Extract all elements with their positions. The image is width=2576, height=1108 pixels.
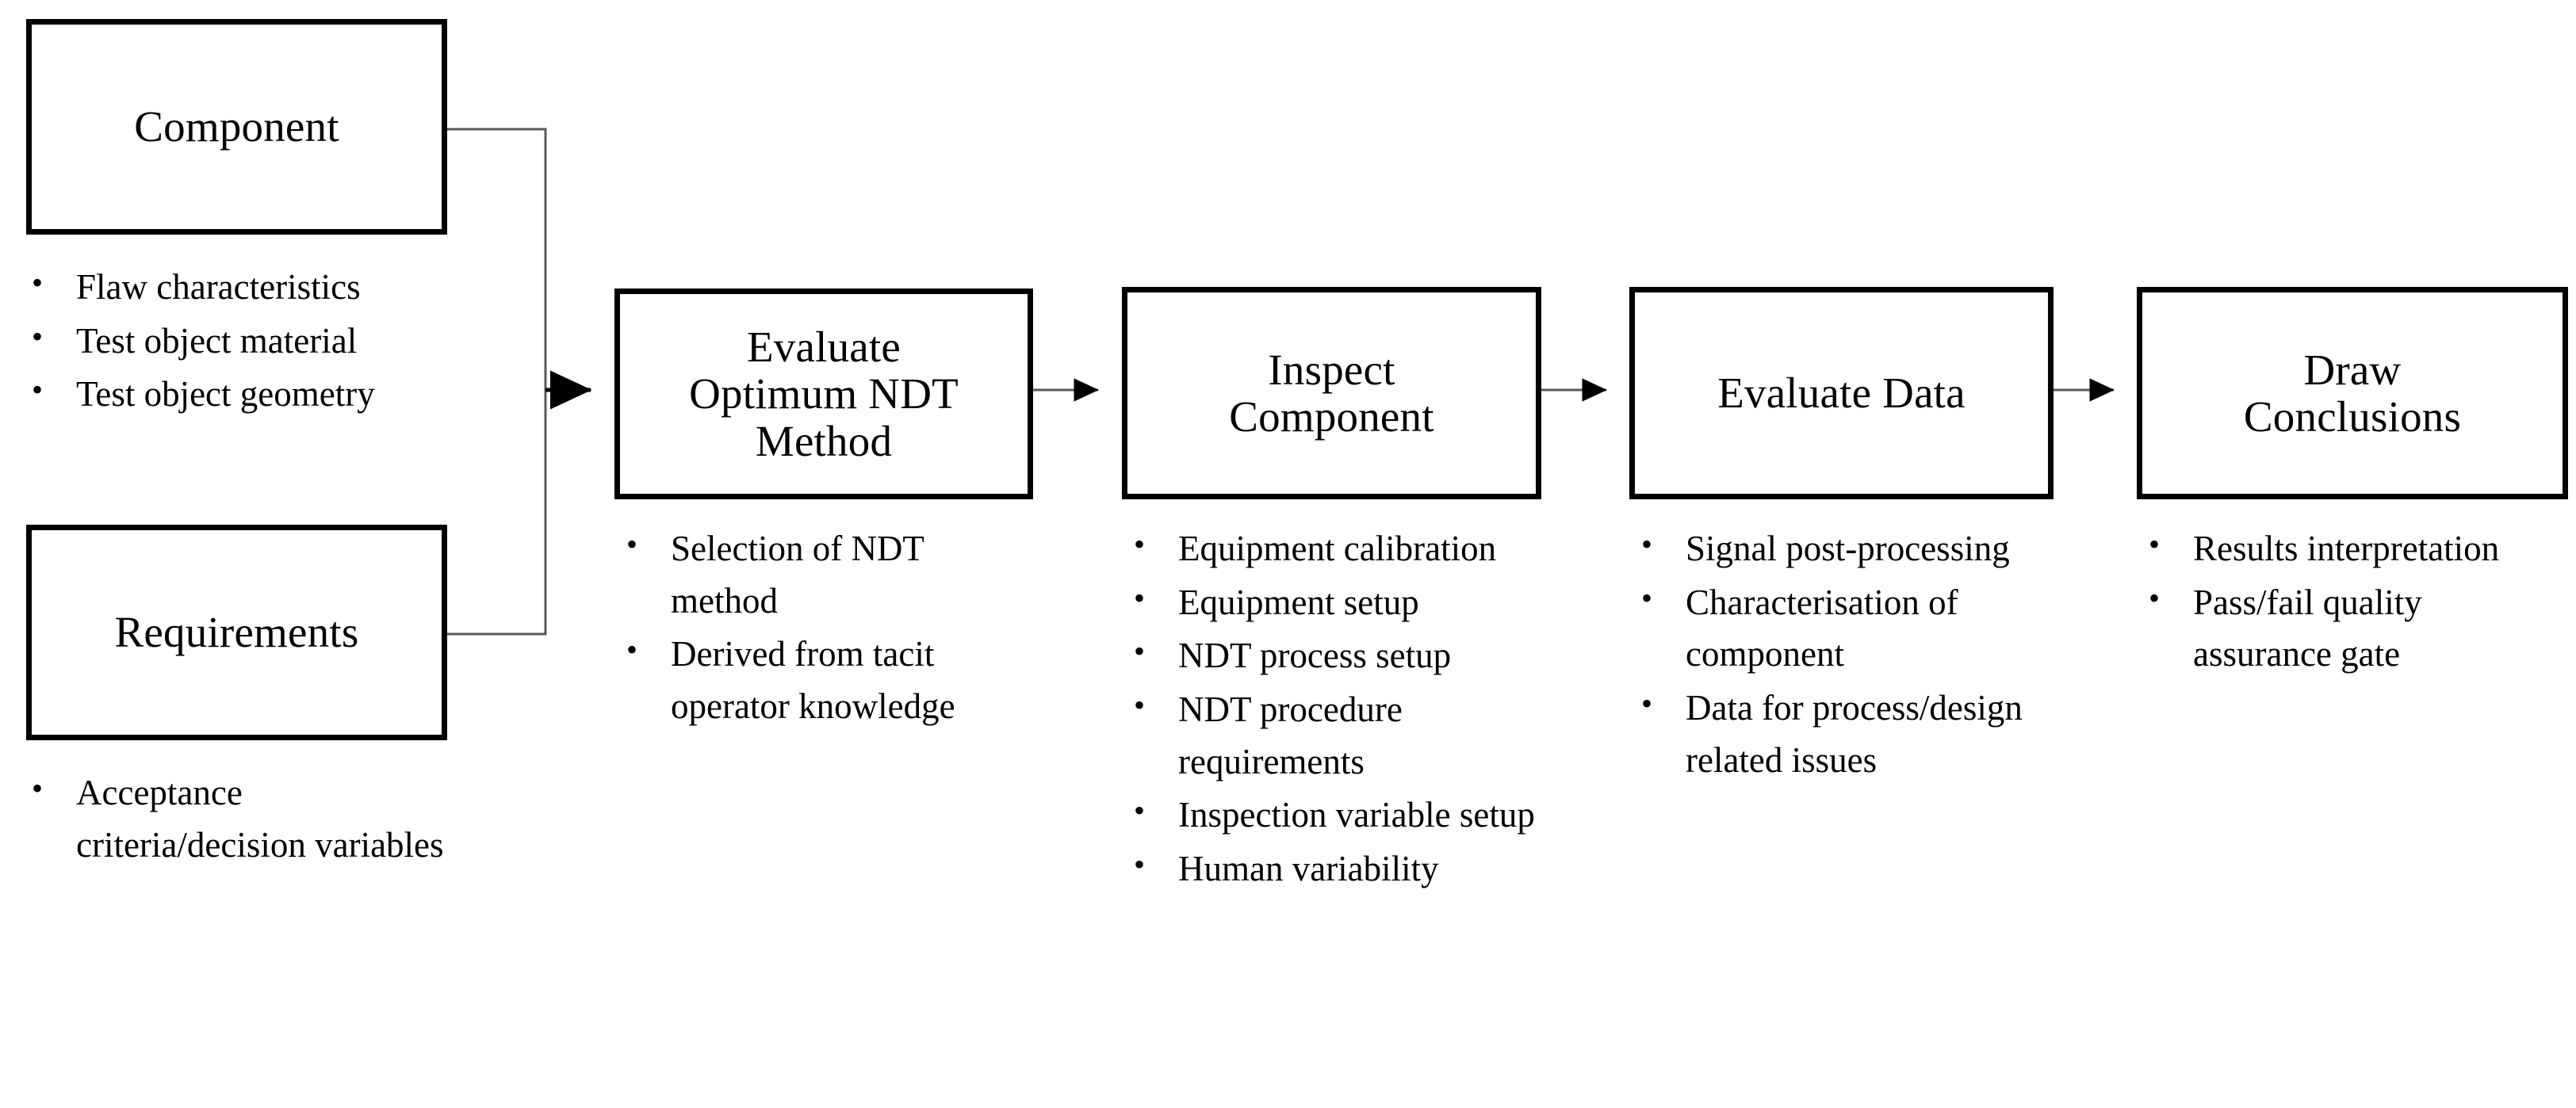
bullet-item: Test object geometry [24,367,515,421]
bullet-list-requirements: Acceptance criteria/decision variables [24,766,468,873]
bullet-list-component: Flaw characteristicsTest object material… [24,260,515,422]
bullet-item: Pass/fail quality assurance gate [2141,575,2569,681]
bullet-item: Human variability [1126,842,1538,896]
bullet-item: Flaw characteristics [24,260,515,314]
node-title-evaluate-data: Evaluate Data [1717,369,1965,418]
bullet-list-draw-conclusions: Results interpretationPass/fail quality … [2141,522,2569,682]
bullet-item: Results interpretation [2141,522,2569,575]
bullet-item: Inspection variable setup [1126,788,1538,842]
node-box-requirements[interactable]: Requirements [26,525,447,740]
node-box-inspect-component[interactable]: Inspect Component [1122,287,1541,499]
node-box-component[interactable]: Component [26,19,447,235]
bullet-item: NDT process setup [1126,629,1538,682]
node-title-draw-conclusions: Draw Conclusions [2243,345,2462,441]
bullet-item: Signal post-processing [1633,522,2054,575]
node-title-requirements: Requirements [114,608,359,657]
bullet-item: Test object material [24,314,515,368]
bullet-item: NDT procedure requirements [1126,682,1538,788]
bullet-item: Data for process/design related issues [1633,681,2054,786]
node-title-component: Component [134,102,339,151]
edge-requirements-to-evaluate [446,390,547,636]
bullet-item: Characterisation of component [1633,575,2054,681]
node-title-evaluate-optimum-ndt-method: Evaluate Optimum NDT Method [689,322,959,465]
bullet-item: Derived from tacit operator knowledge [618,627,1031,732]
bullet-item: Selection of NDT method [618,522,1031,627]
bullet-item: Acceptance criteria/decision variables [24,766,468,871]
node-title-inspect-component: Inspect Component [1229,345,1434,441]
node-box-evaluate-optimum-ndt-method[interactable]: Evaluate Optimum NDT Method [614,288,1033,499]
bullet-list-inspect-component: Equipment calibrationEquipment setupNDT … [1126,522,1538,897]
node-box-draw-conclusions[interactable]: Draw Conclusions [2137,287,2568,499]
bullet-item: Equipment setup [1126,575,1538,629]
bullet-list-evaluate-data: Signal post-processingCharacterisation o… [1633,522,2054,788]
bullet-item: Equipment calibration [1126,522,1538,575]
node-box-evaluate-data[interactable]: Evaluate Data [1629,287,2054,499]
bullet-list-evaluate-optimum-ndt-method: Selection of NDT methodDerived from taci… [618,522,1031,735]
